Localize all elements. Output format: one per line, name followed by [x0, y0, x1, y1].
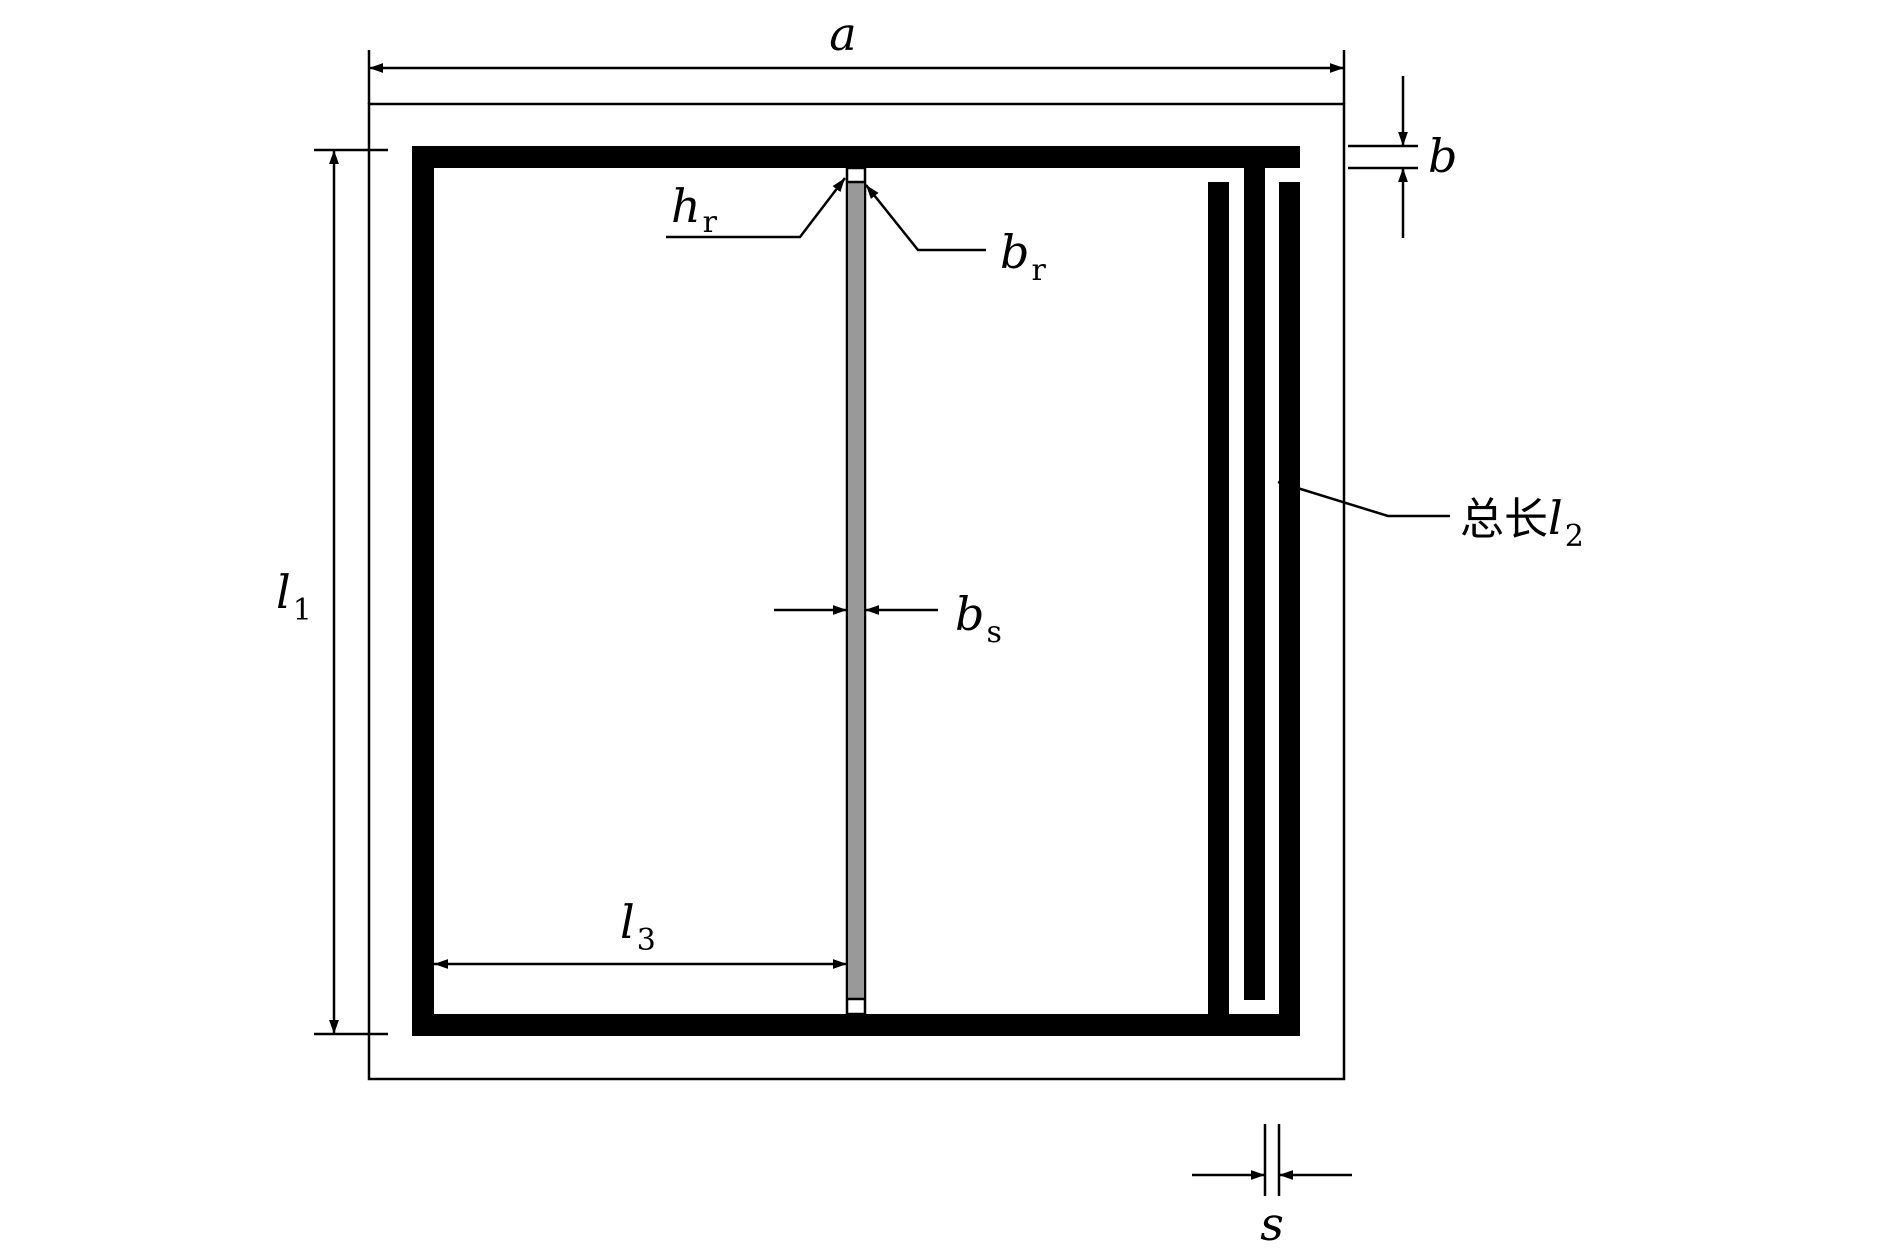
dimension-l1 [314, 148, 388, 1036]
outer-ring [412, 146, 1300, 1036]
substrate-outline [367, 102, 1346, 1081]
leader-hr [666, 177, 846, 239]
label-br: br [1000, 225, 1046, 288]
dimension-s [1192, 1124, 1352, 1196]
label-l1: l1 [276, 565, 312, 628]
label-s: s [1260, 1197, 1284, 1251]
label-a: a [829, 7, 856, 61]
leader-l2 [1277, 480, 1450, 518]
leader-br [865, 184, 986, 252]
dimension-a [367, 50, 1346, 104]
label-l3: l3 [620, 895, 656, 958]
label-bs: bs [955, 587, 1002, 650]
dimension-b [1348, 76, 1418, 238]
center-strip [845, 166, 867, 1016]
label-l2: 总长l2 [1460, 491, 1584, 554]
label-b: b [1428, 129, 1457, 183]
label-hr: hr [671, 179, 718, 240]
meander-line [1208, 168, 1300, 1036]
